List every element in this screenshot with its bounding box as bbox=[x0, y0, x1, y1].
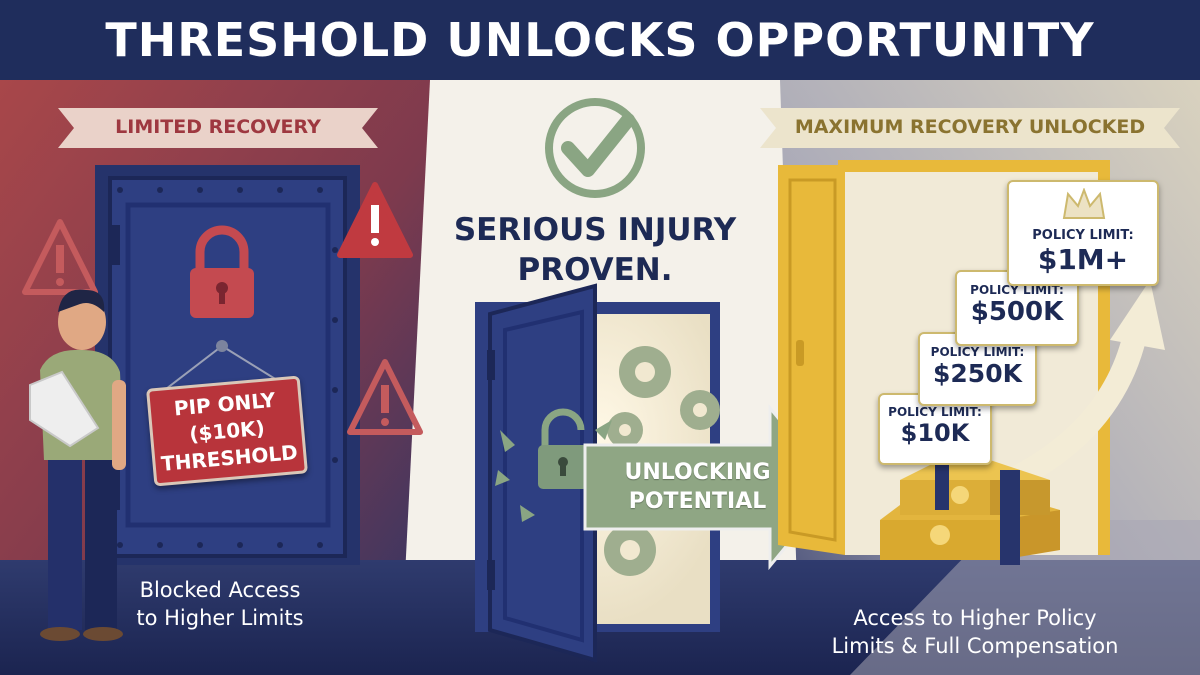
padlock-icon bbox=[190, 225, 254, 318]
gear-icon bbox=[604, 346, 720, 576]
warning-triangle-icon bbox=[337, 182, 413, 258]
caption-line: Access to Higher Policy bbox=[853, 606, 1097, 630]
ribbon-limited-recovery-label: LIMITED RECOVERY bbox=[115, 116, 321, 138]
left-caption: Blocked Access to Higher Limits bbox=[110, 576, 330, 632]
arrow-text-line: UNLOCKING bbox=[624, 460, 771, 485]
caption-line: Blocked Access bbox=[139, 578, 301, 602]
arrow-text-line: POTENTIAL bbox=[628, 489, 767, 514]
injured-person bbox=[29, 289, 126, 641]
policy-card-value: $1M+ bbox=[1037, 243, 1129, 276]
page-title: THRESHOLD UNLOCKS OPPORTUNITY bbox=[105, 13, 1095, 67]
policy-card-value: $500K bbox=[970, 297, 1064, 327]
ribbon-maximum-recovery bbox=[760, 108, 1180, 148]
ribbon-maximum-recovery-label: MAXIMUM RECOVERY UNLOCKED bbox=[794, 116, 1146, 138]
policy-card-label: POLICY LIMIT: bbox=[930, 345, 1025, 359]
check-circle-icon bbox=[545, 98, 645, 198]
locked-vault-door bbox=[95, 165, 360, 565]
caption-line: to Higher Limits bbox=[136, 606, 304, 630]
warning-triangle-icon bbox=[22, 219, 98, 295]
policy-card-label: POLICY LIMIT: bbox=[1032, 228, 1134, 243]
unlocking-potential-label: UNLOCKING POTENTIAL bbox=[600, 458, 795, 516]
right-caption: Access to Higher Policy Limits & Full Co… bbox=[810, 604, 1140, 660]
broken-padlock-icon bbox=[495, 408, 615, 522]
pip-threshold-sign: PIP ONLY ($10K) THRESHOLD bbox=[146, 375, 308, 487]
policy-card-label: POLICY LIMIT: bbox=[970, 283, 1064, 297]
policy-card-label: POLICY LIMIT: bbox=[888, 405, 982, 419]
headline-line: PROVEN. bbox=[517, 252, 673, 288]
title-banner: THRESHOLD UNLOCKS OPPORTUNITY bbox=[0, 0, 1200, 80]
policy-card-value: $250K bbox=[933, 359, 1022, 388]
serious-injury-headline: SERIOUS INJURY PROVEN. bbox=[430, 210, 760, 290]
warning-triangle-icon bbox=[347, 359, 423, 435]
money-stack bbox=[880, 450, 1060, 565]
headline-line: SERIOUS INJURY bbox=[453, 212, 737, 248]
policy-card-value: $10K bbox=[900, 419, 970, 447]
crown-icon bbox=[1062, 188, 1106, 219]
ribbon-limited-recovery bbox=[58, 108, 378, 148]
caption-line: Limits & Full Compensation bbox=[831, 634, 1119, 658]
